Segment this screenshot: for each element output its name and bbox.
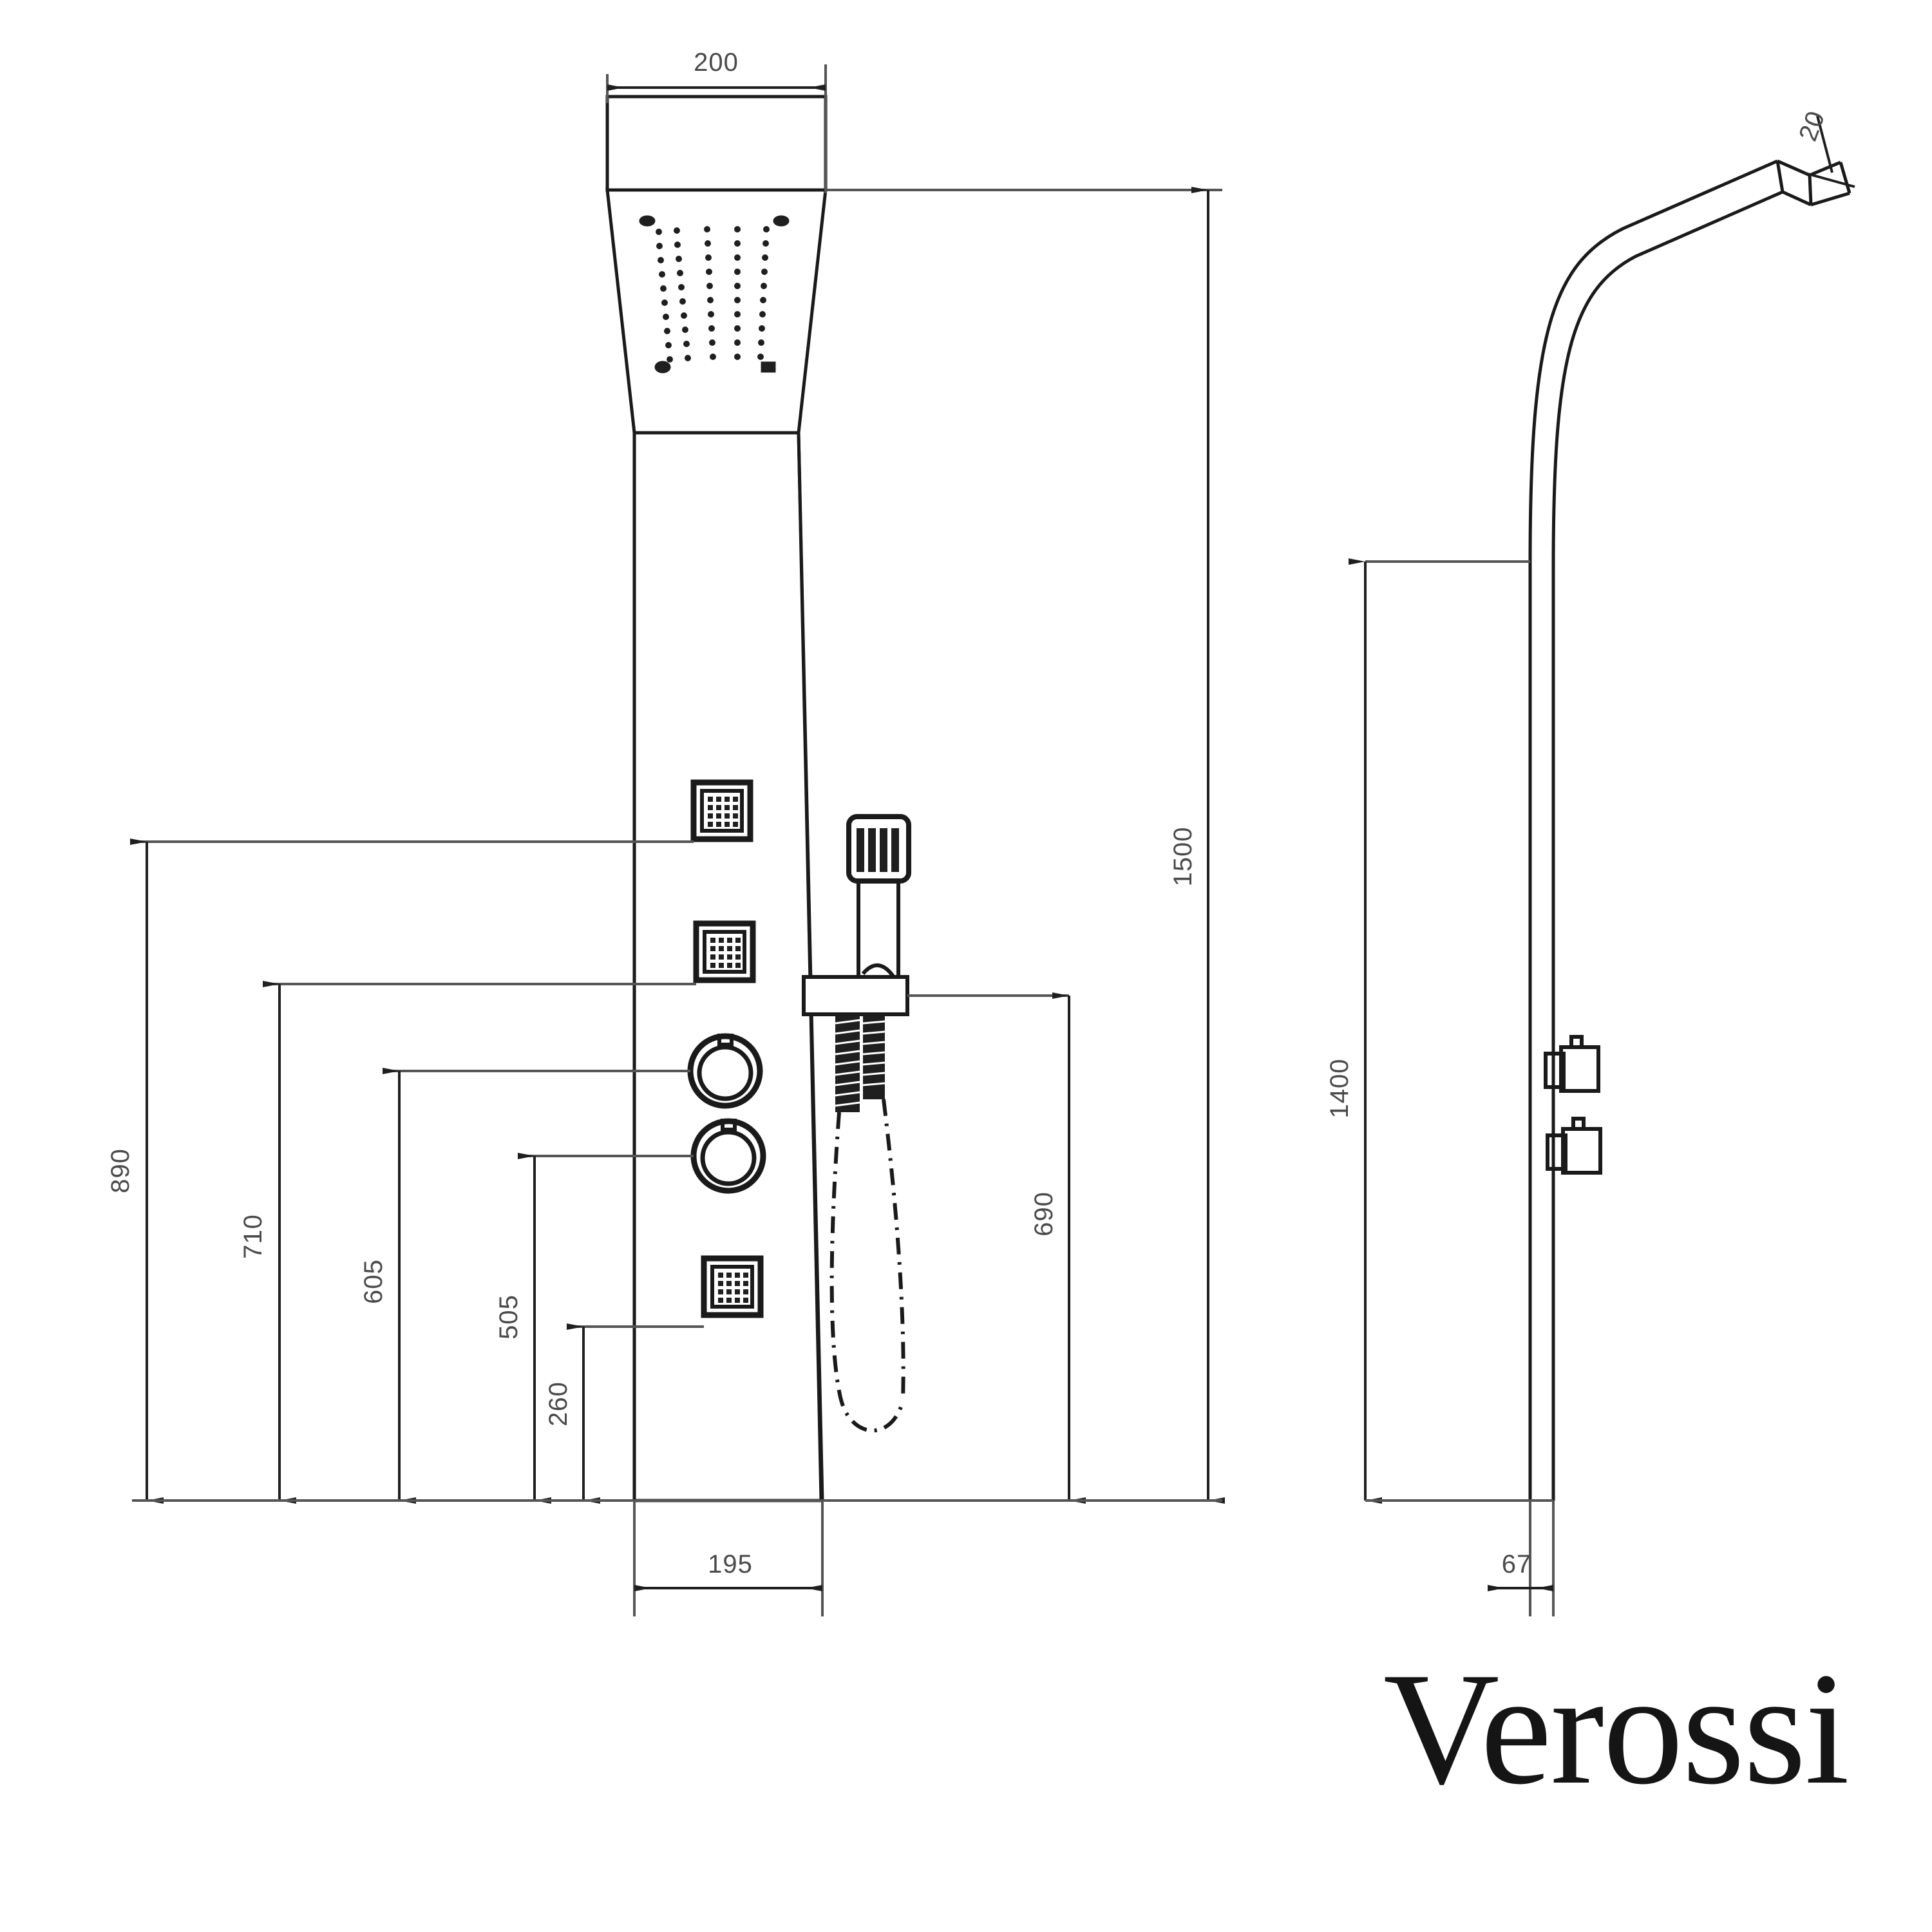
side-valve-knob-upper	[1544, 1035, 1600, 1093]
side-arm-nozzle	[1809, 160, 1850, 207]
hand-shower-handset	[846, 814, 911, 978]
dim-label-260: 260	[544, 1381, 573, 1426]
brand-logo: Verossi	[1383, 1640, 1850, 1818]
handset-handle-bottom	[861, 963, 895, 978]
hose-braid-texture	[835, 1019, 886, 1107]
square-body-jet-lower	[701, 1255, 764, 1318]
nozzle-column-2	[674, 227, 691, 361]
nozzle-column-1	[656, 229, 673, 363]
leader-line-20	[1816, 115, 1833, 173]
square-body-jet-middle	[693, 920, 756, 983]
handset-handle	[857, 881, 900, 976]
led-marker-top-left	[639, 215, 656, 227]
rain-head-led-markers	[639, 215, 790, 374]
handset-bracket	[802, 975, 909, 1016]
rain-shower-head-nozzles	[656, 226, 770, 363]
side-arm-inner	[1551, 190, 1784, 567]
side-valve-upper-cap	[1569, 1035, 1584, 1049]
handset-head-outline	[846, 814, 911, 884]
dim-label-67: 67	[1502, 1550, 1532, 1578]
nozzle-column-5	[757, 226, 770, 360]
nozzle-column-4	[734, 226, 741, 360]
led-marker-bottom-left	[654, 361, 671, 374]
dim-label-890: 890	[106, 1148, 135, 1193]
dim-label-1500: 1500	[1169, 827, 1197, 887]
side-arm-nozzle-face	[1839, 162, 1852, 194]
bracket-body	[802, 975, 909, 1016]
handset-head-stripes	[857, 828, 899, 872]
led-marker-top-right	[773, 215, 790, 227]
side-arm-tip-joint	[1776, 160, 1785, 193]
side-valve-upper-stem	[1544, 1052, 1566, 1089]
dimension-lines	[130, 64, 1855, 1616]
dim-label-195: 195	[708, 1550, 753, 1578]
side-valve-lower-stem	[1546, 1133, 1567, 1171]
dim-label-200: 200	[694, 48, 739, 77]
side-view	[1528, 159, 1852, 1501]
dim-label-1400: 1400	[1325, 1059, 1354, 1119]
hose-braid-right	[863, 1016, 885, 1099]
side-arm-tip-end	[1808, 175, 1813, 205]
side-arm-outer	[1528, 159, 1779, 562]
nozzle-column-3	[704, 226, 716, 360]
flexible-hose-braid	[835, 1016, 886, 1112]
side-valve-knob-lower	[1546, 1117, 1602, 1175]
side-valve-lower-cap	[1571, 1117, 1586, 1131]
dim-label-605: 605	[359, 1259, 388, 1304]
dim-label-505: 505	[495, 1294, 523, 1340]
dim-label-710: 710	[239, 1214, 267, 1259]
hose-loop-inner	[882, 1099, 905, 1401]
tick-line-20	[1803, 171, 1855, 188]
front-panel-right-edge	[797, 432, 824, 1501]
dim-label-690: 690	[1030, 1191, 1058, 1236]
led-marker-bottom-right	[761, 361, 776, 373]
flexible-hose-loop	[829, 1099, 905, 1433]
square-body-jet-upper	[690, 779, 753, 842]
